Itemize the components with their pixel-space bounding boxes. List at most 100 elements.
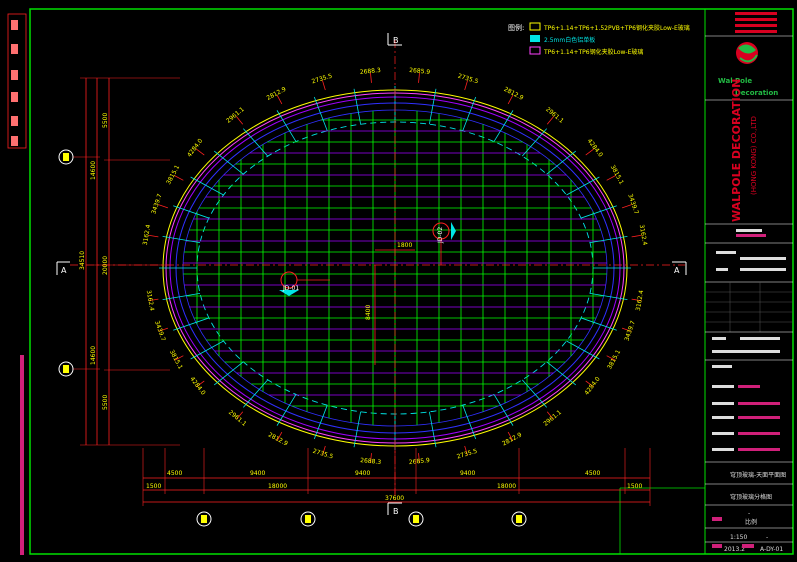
radial-mullion (521, 128, 547, 157)
date-value: 2013.2 (724, 546, 745, 553)
radial-mullion (566, 176, 600, 196)
title-block: Wal Pole Decoration WALPOLE DECORATION (… (705, 12, 793, 553)
radial-mullion (462, 405, 477, 440)
arc-dim-label: 2961.1 (542, 409, 563, 428)
arc-dim-label: 4284.0 (583, 375, 601, 396)
arc-dim-label: 4284.0 (586, 138, 604, 159)
radial-mullion (162, 292, 201, 300)
vertical-dimension-chain: 34510 14600 14600 5500 20000 5500 (79, 77, 180, 446)
vdim-col2-mid: 20000 (102, 256, 109, 275)
grid-bubble-g (408, 511, 424, 527)
radial-mullion (190, 176, 224, 196)
radial-mullion (276, 394, 297, 426)
detail-callout-jd01[interactable]: JD-01 (279, 271, 330, 296)
arc-dim-tick (507, 431, 514, 442)
legend: 图例: TP6+1.14+TP6+1.52PVB+TP6钢化夹胶Low-E玻璃 … (508, 22, 690, 56)
radial-mullion (462, 96, 477, 131)
radial-mullion (546, 150, 577, 175)
arc-dim-tick (158, 204, 169, 209)
vdim-outer: 34510 (79, 251, 86, 270)
section-marker-top: B (387, 33, 402, 46)
arc-dim-tick (370, 72, 372, 83)
svg-text:A: A (61, 266, 67, 275)
arc-dim-tick (546, 116, 554, 125)
arc-dim-label: 3815.1 (606, 349, 622, 371)
radial-mullion (313, 96, 328, 131)
arc-dim-label: 2688.3 (360, 457, 382, 466)
scale-value: 1:150 (730, 534, 747, 541)
arc-dim-tick (276, 431, 283, 442)
title-dash: - (748, 510, 750, 517)
arc-dim-tick (418, 453, 420, 464)
arc-dim-tick (606, 175, 616, 181)
arc-dim-label: 3815.1 (168, 349, 184, 371)
legend-text-aluminium: 2.5mm白色铝单板 (544, 36, 595, 44)
arc-dim-label: 2961.1 (544, 106, 565, 125)
svg-text:A: A (674, 266, 680, 275)
arc-dim-label: 2812.9 (267, 431, 289, 447)
drawing-number: A-DY-01 (760, 546, 783, 553)
center-dim-horizontal: 1800 (397, 242, 412, 249)
arc-dim-tick (546, 411, 554, 420)
title-dash-2: - (766, 534, 768, 541)
arc-dim-tick (196, 148, 205, 156)
radial-mullion (493, 394, 514, 426)
arc-dim-tick (236, 411, 244, 420)
radial-mullion (173, 317, 210, 331)
detail-callout-jd02[interactable]: JD-02 (432, 222, 456, 265)
left-revision-strip (7, 13, 27, 555)
grid-bubble-f (300, 511, 316, 527)
radial-mullion (276, 110, 297, 142)
arc-dim-tick (276, 94, 283, 105)
radial-mullion (521, 379, 547, 408)
arc-dim-label: 3439.7 (626, 193, 639, 215)
arc-dim-label: 3162.4 (145, 290, 155, 312)
svg-text:B: B (393, 36, 399, 45)
vdim-inner-bottom: 14600 (90, 346, 97, 365)
grid-bubble-e (196, 511, 212, 527)
hdim-row1-4: 4500 (585, 470, 600, 477)
radial-mullion (580, 205, 617, 219)
legend-label: 图例: (508, 23, 524, 32)
section-marker-bottom: B (387, 502, 402, 516)
arc-dim-label: 3439.7 (623, 320, 636, 342)
company-name-sub: (HONG KONG) CO.,LTD (750, 116, 758, 195)
arc-dim-label: 3439.7 (153, 320, 166, 342)
radial-mullion (566, 340, 600, 360)
grid-bubble-h (511, 511, 527, 527)
vdim-col2-bottom: 5500 (102, 395, 109, 410)
radial-mullion (243, 379, 269, 408)
arc-dim-label: 2812.9 (266, 86, 288, 102)
arc-dim-label: 2735.5 (457, 73, 479, 86)
hdim-row1-3: 9400 (460, 470, 475, 477)
arc-dim-label: 2812.9 (503, 86, 525, 102)
arc-dim-label: 2735.5 (311, 73, 333, 86)
arc-dim-tick (158, 327, 169, 332)
arc-dim-tick (236, 116, 244, 125)
arc-dim-label: 4284.0 (188, 376, 206, 397)
radial-mullion (243, 128, 269, 157)
arc-dim-tick (148, 298, 159, 302)
arc-dim-label: 2685.9 (409, 67, 431, 76)
title-block-red-header (735, 12, 777, 33)
radial-mullion (190, 340, 224, 360)
drawing-title-2: 穹顶玻璃分格图 (730, 493, 772, 501)
radial-mullion (353, 411, 362, 448)
arc-dim-label: 3439.7 (150, 193, 163, 215)
radial-mullion (493, 110, 514, 142)
radial-mullion (353, 88, 362, 125)
radial-mullion (162, 236, 201, 244)
legend-swatch-glass-b (529, 46, 541, 55)
arc-dim-label: 2688.3 (360, 67, 382, 76)
arc-dim-tick (174, 175, 184, 181)
legend-swatch-aluminium (530, 35, 540, 42)
arc-dim-tick (370, 453, 372, 464)
logo-text-top: Wal Pole (718, 77, 752, 85)
arc-dim-label: 2961.1 (225, 106, 246, 125)
arc-dim-tick (322, 80, 326, 91)
arc-dim-tick (585, 148, 594, 156)
radial-mullion (213, 150, 244, 175)
section-marker-left: A (56, 261, 70, 275)
arc-dim-tick (464, 80, 468, 91)
